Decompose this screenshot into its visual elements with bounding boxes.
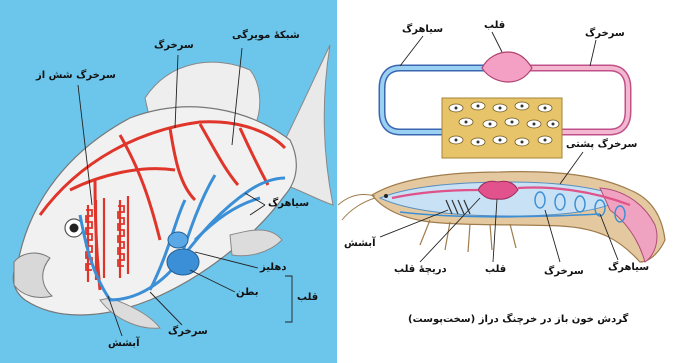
crayfish-body bbox=[338, 172, 665, 262]
label-crayfish-vein: سیاهرگ bbox=[608, 262, 649, 274]
label-loop-heart: قلب bbox=[484, 20, 505, 32]
crayfish-caption: گردش خون باز در خرچنگ دراز (سخت‌پوست) bbox=[408, 314, 628, 325]
loop-heart bbox=[482, 52, 532, 82]
label-crayfish-artery: سرخرگ bbox=[544, 266, 584, 278]
label-crayfish-gills: آبشش bbox=[344, 238, 376, 250]
tissue-sinus bbox=[442, 98, 562, 158]
label-heart-valve: دریچهٔ قلب bbox=[394, 264, 447, 276]
label-loop-artery: سرخرگ bbox=[585, 28, 625, 40]
label-crayfish-heart: قلب bbox=[485, 264, 506, 276]
label-loop-vein: سیاهرگ bbox=[402, 24, 443, 36]
label-dorsal-artery: سرخرگ پشتی bbox=[566, 139, 637, 151]
